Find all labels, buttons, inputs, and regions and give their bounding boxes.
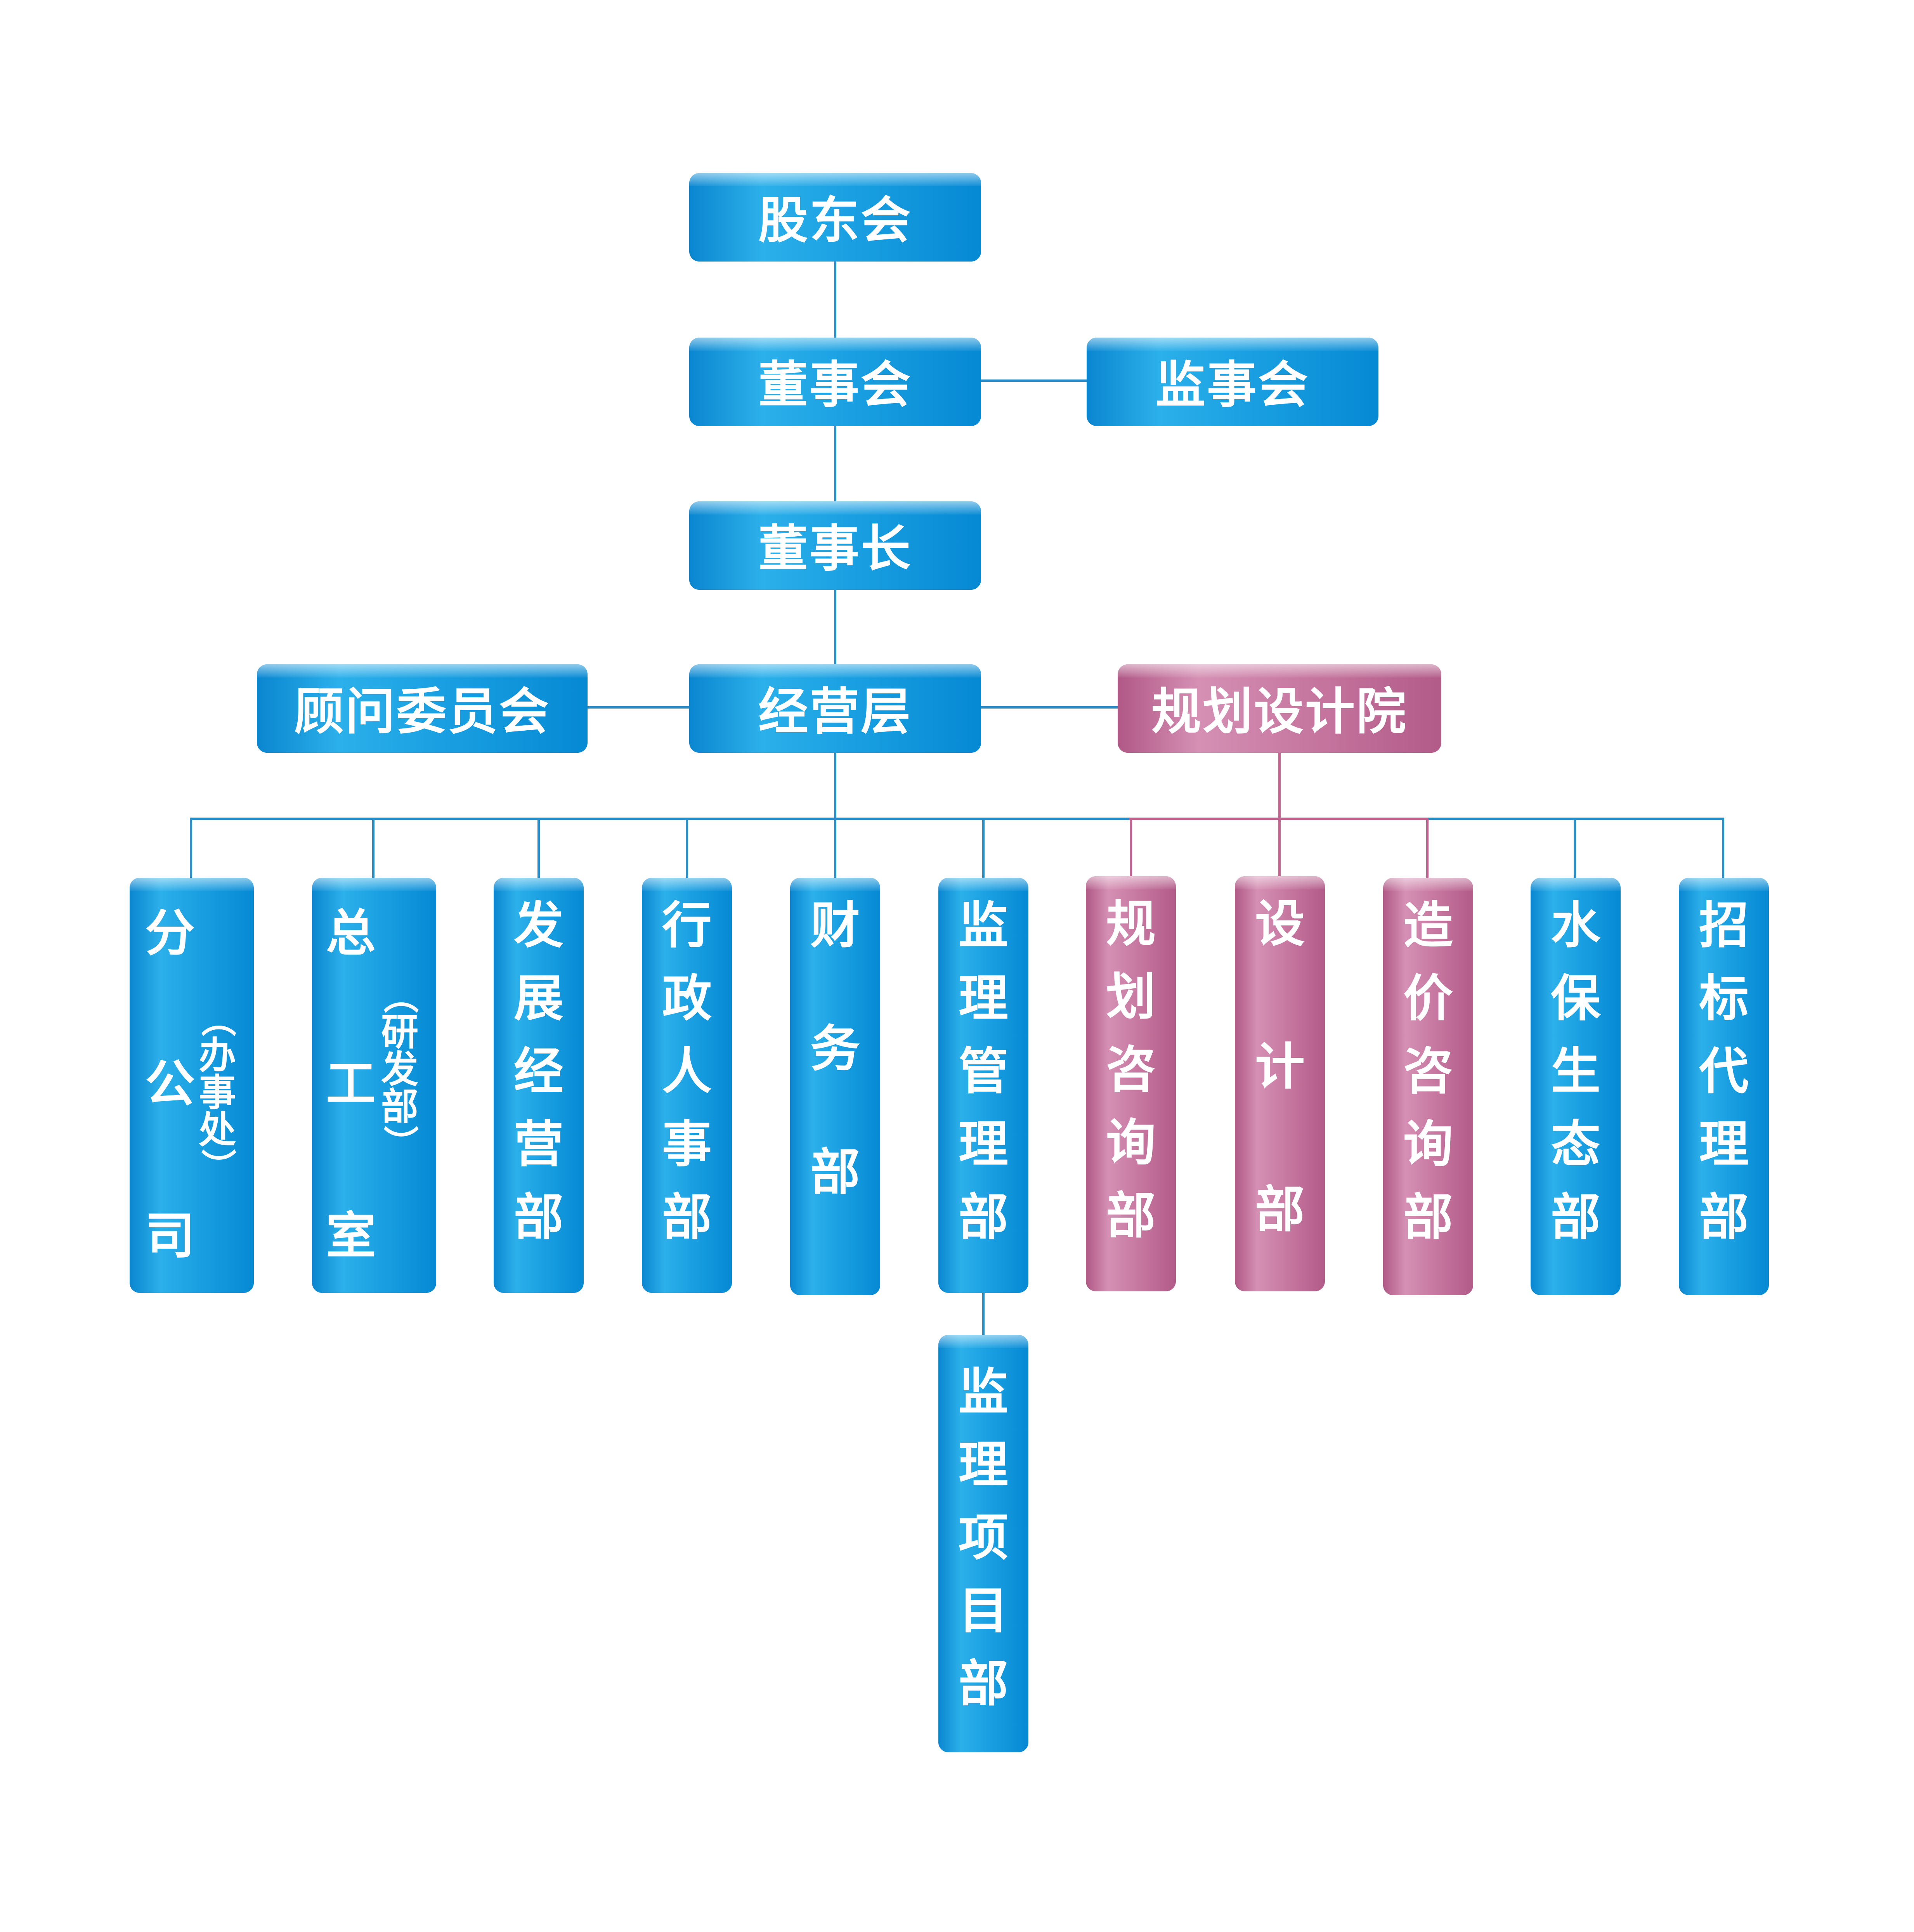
bidding-agency-char-3: 代	[1699, 1043, 1749, 1100]
management-node: 经营层	[689, 664, 981, 753]
chief-engineer-note-close-paren: ）	[380, 1125, 420, 1160]
branch-note-char-3: 处	[199, 1108, 236, 1152]
branch-note-close-paren: ）	[197, 1149, 238, 1183]
water-eco-char-1: 水	[1550, 897, 1600, 955]
advisory-label: 顾问委员会	[294, 683, 550, 741]
water-eco-char-5: 部	[1550, 1189, 1600, 1246]
branch-char-2: 公	[145, 1055, 195, 1113]
chief-engineer-char-1: 总	[326, 904, 376, 962]
bidding-agency-char-2: 标	[1699, 970, 1749, 1028]
supervision-mgmt-char-1: 监	[958, 897, 1008, 955]
supervision-mgmt-char-2: 理	[958, 970, 1008, 1028]
supervision-mgmt-char-3: 管	[958, 1043, 1008, 1100]
planning-consult-char-3: 咨	[1106, 1041, 1156, 1099]
supervision-project-char-5: 部	[958, 1655, 1008, 1713]
planning-consult-char-4: 询	[1106, 1114, 1156, 1172]
dept-supervision-project: 监 理 项 目 部	[938, 1335, 1028, 1752]
supervisors-label: 监事会	[1155, 356, 1309, 414]
admin-hr-char-1: 行	[662, 897, 712, 955]
development-char-5: 部	[513, 1189, 563, 1246]
water-eco-char-3: 生	[1550, 1043, 1600, 1100]
water-eco-char-4: 态	[1550, 1116, 1600, 1173]
chief-engineer-note-open-paren: （	[380, 979, 420, 1014]
finance-char-3: 部	[810, 1144, 860, 1201]
dept-cost-consult: 造 价 咨 询 部	[1383, 878, 1473, 1295]
water-eco-char-2: 保	[1550, 970, 1600, 1028]
supervision-project-char-4: 目	[958, 1582, 1008, 1640]
dept-admin-hr: 行 政 人 事 部	[642, 878, 732, 1293]
design-institute-label: 规划设计院	[1151, 683, 1408, 741]
dept-chief-engineer: 总 工 室 （ 研 发 部 ）	[312, 878, 436, 1293]
chief-engineer-note-char-3: 部	[381, 1085, 418, 1128]
dept-bidding-agency: 招 标 代 理 部	[1679, 878, 1769, 1295]
management-label: 经营层	[758, 683, 912, 741]
bus-right	[1316, 818, 1724, 878]
supervision-mgmt-char-4: 理	[958, 1116, 1008, 1173]
dept-water-eco: 水 保 生 态 部	[1531, 878, 1621, 1295]
branch-char-1: 分	[145, 904, 195, 962]
design-institute-node: 规划设计院	[1118, 664, 1441, 753]
branch-note-char-2: 事	[199, 1071, 236, 1114]
cost-consult-char-3: 咨	[1403, 1043, 1453, 1100]
dept-planning-consult: 规 划 咨 询 部	[1086, 876, 1176, 1291]
chief-engineer-note-char-2: 发	[381, 1048, 418, 1091]
board-label: 董事会	[758, 356, 912, 414]
bus-left	[190, 818, 1129, 844]
advisory-node: 顾问委员会	[257, 664, 588, 753]
dept-supervision-mgmt: 监 理 管 理 部	[938, 878, 1028, 1293]
branch-note-char-1: 办	[199, 1034, 236, 1077]
bidding-agency-char-1: 招	[1699, 897, 1749, 955]
planning-consult-char-5: 部	[1106, 1187, 1156, 1245]
dept-development: 发 展 经 营 部	[494, 878, 584, 1293]
cost-consult-char-5: 部	[1403, 1189, 1453, 1246]
supervision-project-char-2: 理	[958, 1436, 1008, 1494]
admin-hr-char-5: 部	[662, 1189, 712, 1246]
cost-consult-char-1: 造	[1403, 897, 1453, 955]
admin-hr-char-4: 事	[662, 1116, 712, 1173]
chief-engineer-char-2: 工	[326, 1055, 376, 1113]
development-char-2: 展	[513, 970, 563, 1028]
bidding-agency-char-5: 部	[1699, 1189, 1749, 1246]
bidding-agency-char-4: 理	[1699, 1116, 1749, 1173]
development-char-4: 营	[513, 1116, 563, 1173]
finance-char-1: 财	[810, 897, 860, 955]
admin-hr-char-2: 政	[662, 970, 712, 1028]
chief-engineer-note-char-1: 研	[381, 1010, 418, 1054]
planning-consult-char-1: 规	[1106, 895, 1156, 953]
chief-engineer-note: （ 研 发 部 ）	[380, 979, 420, 1160]
dept-design: 设 计 部	[1235, 876, 1325, 1291]
branch-char-3: 司	[145, 1207, 195, 1265]
admin-hr-char-3: 人	[662, 1043, 712, 1100]
cost-consult-char-4: 询	[1403, 1116, 1453, 1173]
branch-note-open-paren: （	[197, 1002, 238, 1037]
planning-consult-char-2: 划	[1106, 968, 1156, 1026]
design-char-1: 设	[1255, 895, 1305, 953]
chairman-label: 董事长	[758, 520, 912, 578]
dept-finance: 财 务 部	[790, 878, 880, 1295]
supervision-project-char-3: 项	[958, 1509, 1008, 1567]
supervision-mgmt-char-5: 部	[958, 1189, 1008, 1246]
supervisors-node: 监事会	[1087, 338, 1378, 426]
development-char-3: 经	[513, 1043, 563, 1100]
branch-note: （ 办 事 处 ）	[197, 1002, 238, 1183]
cost-consult-char-2: 价	[1403, 970, 1453, 1028]
dept-branch: 分 公 司 （ 办 事 处 ）	[130, 878, 254, 1293]
development-char-1: 发	[513, 897, 563, 955]
finance-char-2: 务	[810, 1020, 860, 1078]
shareholders-label: 股东会	[758, 191, 912, 250]
chairman-node: 董事长	[689, 501, 981, 590]
chief-engineer-char-3: 室	[326, 1207, 376, 1265]
design-char-3: 部	[1255, 1181, 1305, 1239]
board-node: 董事会	[689, 338, 981, 426]
shareholders-node: 股东会	[689, 173, 981, 262]
design-char-2: 计	[1255, 1038, 1305, 1096]
supervision-project-char-1: 监	[958, 1363, 1008, 1421]
